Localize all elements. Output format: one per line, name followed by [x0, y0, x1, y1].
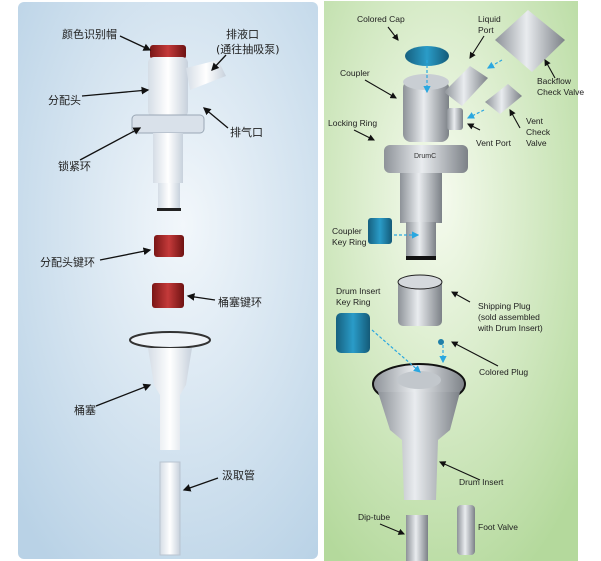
label-shipping-plug-1: Shipping Plug	[478, 301, 531, 311]
label-locking-ring: Locking Ring	[328, 118, 377, 128]
label-coupler-key-1: Coupler	[332, 226, 362, 236]
label-backflow-2: Check Valve	[537, 87, 584, 97]
right-arrows	[353, 26, 556, 535]
label-colored-cap: Colored Cap	[357, 14, 405, 24]
head-thread-part	[153, 133, 183, 183]
label-coupler: Coupler	[340, 68, 370, 78]
label-head-key-ring: 分配头键环	[40, 255, 95, 269]
label-vent-port: Vent Port	[476, 138, 512, 148]
left-arrows	[79, 35, 229, 492]
locking-ring-part	[131, 114, 205, 134]
label-drum-plug: 桶塞	[74, 403, 96, 417]
drum-insert-key-ring-part	[336, 313, 370, 353]
dispense-head-part	[148, 57, 188, 117]
coupler-key-ring-part	[368, 218, 392, 244]
color-cap-part	[150, 45, 186, 59]
label-liquid-port-2: Port	[478, 25, 494, 35]
label-plug-key-ring: 桶塞键环	[218, 295, 262, 309]
drum-plug-flange	[129, 331, 211, 349]
label-liquid-port-1: Liquid	[478, 14, 501, 24]
colored-plug-part	[438, 339, 444, 345]
vent-port-part	[447, 108, 463, 130]
label-liquid-port-note: (通往抽吸泵)	[216, 42, 280, 56]
head-key-ring-part	[154, 235, 184, 257]
label-dispense-head: 分配头	[48, 94, 81, 107]
dip-tube-part	[406, 515, 428, 561]
plug-key-ring-part	[152, 283, 184, 308]
label-dip-tube: 汲取管	[222, 468, 255, 482]
label-locking-ring: 锁紧环	[58, 159, 91, 173]
label-vent-check-1: Vent	[526, 116, 544, 126]
label-colored-plug: Colored Plug	[479, 367, 528, 377]
liquid-port-part	[444, 66, 488, 106]
label-backflow-1: Backflow	[537, 76, 572, 86]
brand-mark: DrumC	[414, 153, 436, 160]
drum-insert-part	[378, 392, 460, 500]
label-dip-tube: Dip-tube	[358, 512, 390, 522]
label-color-cap: 颜色识别帽	[62, 27, 117, 41]
dip-tube-part	[159, 461, 181, 556]
left-parts	[129, 45, 226, 556]
backflow-check-valve-part	[495, 10, 565, 72]
label-vent-check-2: Check	[526, 127, 551, 137]
shipping-plug-part	[398, 278, 442, 326]
drum-plug-part	[148, 348, 192, 450]
label-foot-valve: Foot Valve	[478, 522, 518, 532]
right-blue-arrows	[371, 59, 503, 373]
label-liquid-port: 排液口	[226, 27, 259, 41]
label-shipping-plug-2: (sold assembled	[478, 312, 540, 322]
label-drum-insert-key-2: Key Ring	[336, 297, 371, 307]
label-drum-insert-key-1: Drum Insert	[336, 286, 381, 296]
vent-check-valve-part	[485, 84, 522, 114]
label-vent-port: 排气口	[230, 125, 263, 139]
label-shipping-plug-3: with Drum Insert)	[477, 323, 543, 333]
right-parts: DrumC	[336, 10, 565, 561]
left-panel-background	[18, 2, 318, 559]
coupler-part	[403, 80, 449, 142]
foot-valve-part	[457, 505, 475, 555]
colored-cap-part	[405, 46, 449, 66]
label-vent-check-3: Valve	[526, 138, 547, 148]
label-coupler-key-2: Key Ring	[332, 237, 367, 247]
locking-ring-part	[384, 145, 468, 173]
label-drum-insert: Drum Insert	[459, 477, 504, 487]
